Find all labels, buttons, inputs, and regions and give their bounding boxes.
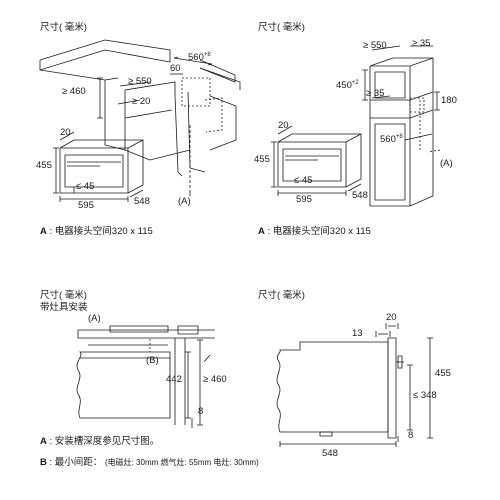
dim-560-tl: 560+8 [188, 52, 211, 64]
dim-20top-tl: ≥ 20 [132, 96, 151, 107]
mark-a-tl: (A) [178, 196, 191, 207]
mark-b-bl: (B) [146, 355, 159, 366]
dim-442-bl: 442 [166, 374, 182, 385]
mark-a-bl: (A) [88, 313, 101, 324]
dim-460-bl: ≥ 460 [203, 374, 227, 385]
panel-br-title: 尺寸( 毫米) [258, 290, 305, 301]
dim-45-tl: ≤ 45 [76, 181, 95, 192]
panel-tr-title: 尺寸( 毫米) [258, 22, 305, 33]
note-b-bl: B : 最小间距： (电磁灶: 30mm 燃气灶: 55mm 电灶: 30mm) [40, 457, 259, 468]
dim-550-tr: ≥ 550 [363, 40, 387, 51]
dim-455-tr: 455 [254, 154, 270, 165]
dim-450-tr: 450+2 [336, 80, 359, 92]
dim-20-tr: 20 [278, 120, 289, 131]
side-view-drawing [277, 323, 433, 447]
dim-180-tr: 180 [441, 95, 457, 106]
note-a-tl: A : 电器接头空间320 x 115 [40, 226, 153, 237]
dim-60-tl: 60 [170, 63, 181, 74]
dim-8-bl: 8 [198, 406, 204, 417]
note-a-tr: A : 电器接头空间320 x 115 [258, 226, 371, 237]
dim-460-tl: ≥ 460 [62, 86, 86, 97]
undercounter-niche-drawing [40, 40, 240, 202]
dim-455-tl: 455 [36, 160, 52, 171]
dim-595-tr: 595 [296, 194, 312, 205]
dim-20-br: 20 [386, 312, 397, 323]
dim-45-tr: ≤ 45 [294, 175, 313, 186]
panel-bl-title: 尺寸( 毫米) [40, 290, 87, 301]
note-a-bl: A : 安装槽深度参见尺寸图。 [40, 436, 160, 447]
dim-13-br: 13 [352, 328, 363, 339]
dim-35-tr: ≥ 35 [366, 88, 385, 99]
dim-548-br: 548 [322, 448, 338, 459]
dim-348-br: ≤ 348 [413, 390, 437, 401]
panel-bl-subtitle: 带灶具安装 [40, 302, 88, 313]
dim-548-tr: 548 [352, 190, 368, 201]
dim-595-tl: 595 [78, 200, 94, 211]
dim-560-tr: 560+8 [380, 134, 403, 146]
cooktop-install-drawing [77, 326, 215, 428]
dim-455-br: 455 [435, 368, 451, 379]
mark-a-tr: (A) [440, 158, 453, 169]
dim-35top-tr: ≥ 35 [412, 38, 431, 49]
dim-548-tl: 548 [134, 196, 150, 207]
dim-550-tl: ≥ 550 [128, 76, 152, 87]
tall-cabinet-drawing [271, 46, 440, 206]
dim-8-br: 8 [408, 430, 414, 441]
dim-20-tl: 20 [60, 127, 71, 138]
panel-tl-title: 尺寸( 毫米) [40, 22, 87, 33]
